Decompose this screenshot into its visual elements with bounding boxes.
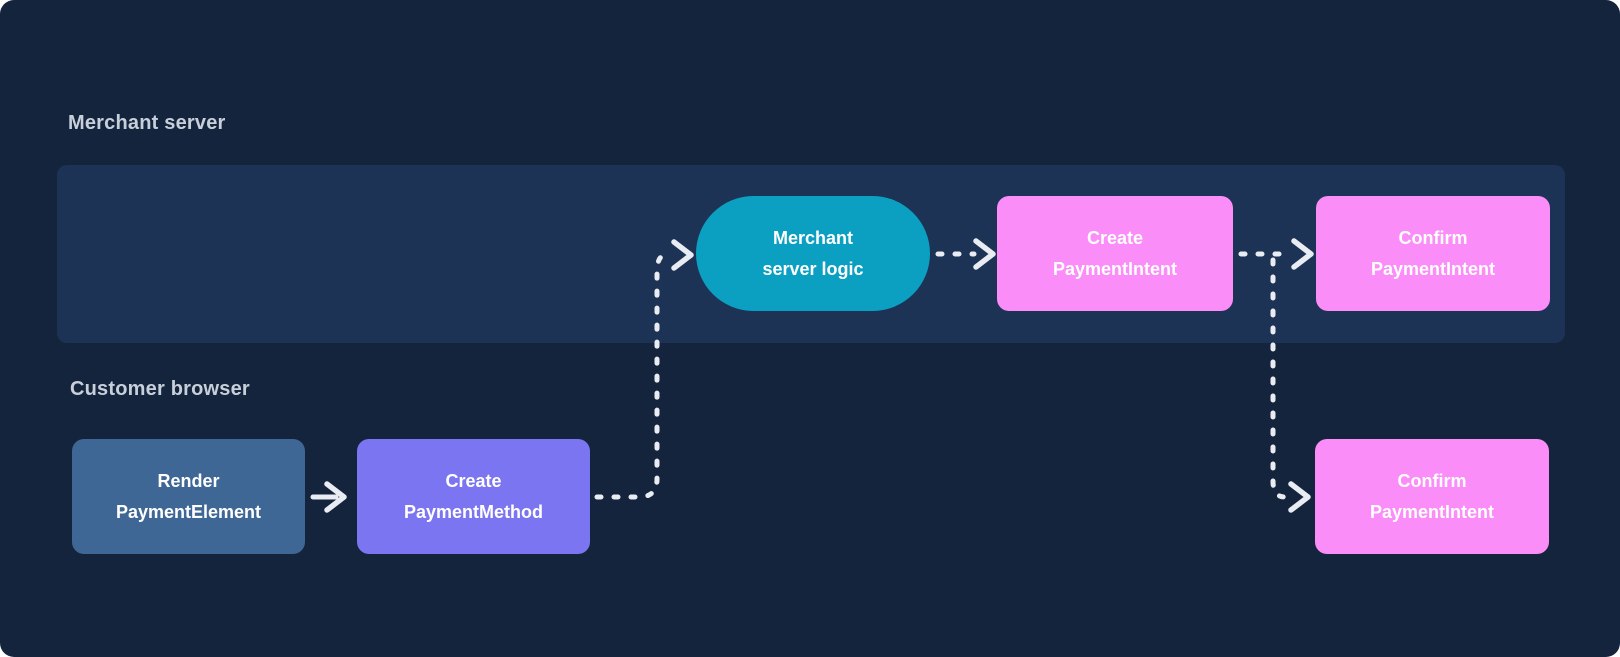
node-render-payment-element: Render PaymentElement [72,439,305,554]
node-label-line1: Create [1086,227,1144,248]
node-create-payment-method: Create PaymentMethod [357,439,590,554]
customer-browser-section-label: Customer browser [70,378,250,400]
node-label-line1: Create [445,470,502,491]
node-merchant-server-logic: Merchant server logic [696,196,930,311]
arrowhead-render-to-method [324,481,347,513]
node-confirm-payment-intent-server: Confirm PaymentIntent [1316,196,1550,311]
node-label-line2: PaymentElement [115,501,262,522]
node-label-line1: Render [157,470,220,491]
node-create-payment-intent: Create PaymentIntent [997,196,1233,311]
node-label-line2: PaymentMethod [403,501,544,522]
arrowhead-cpi-to-confirm-browser [1288,481,1311,513]
node-label-line2: PaymentIntent [1369,501,1495,522]
node-label-line1: Confirm [1398,227,1468,248]
node-label-line2: server logic [762,258,864,279]
node-label-line1: Merchant [772,227,853,248]
node-label-line2: PaymentIntent [1052,258,1178,279]
node-confirm-payment-intent-browser: Confirm PaymentIntent [1315,439,1549,554]
node-label-line2: PaymentIntent [1370,258,1496,279]
merchant-server-section-label: Merchant server [68,112,226,134]
node-label-line1: Confirm [1397,470,1467,491]
